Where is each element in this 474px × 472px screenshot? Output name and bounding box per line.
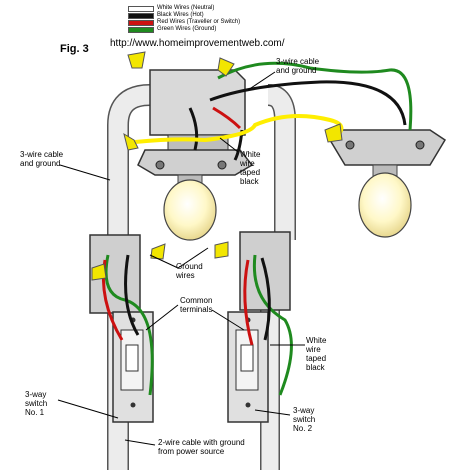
label-3wire-cable-left: 3-wire cable and ground	[20, 150, 64, 168]
label-switch-1: 3-way switch No. 1	[25, 390, 48, 417]
legend-item: Red Wires (Traveller or Switch)	[128, 19, 240, 26]
wire-nut-switch1-a	[150, 243, 166, 260]
yellow-wires	[134, 114, 344, 144]
hot-wires	[124, 80, 407, 341]
label-common-terminals: Common terminals	[180, 296, 213, 314]
legend-label: Black Wires (Hot)	[157, 12, 204, 18]
wire-nut-right-fixture	[324, 123, 343, 143]
fixture-terminals	[155, 140, 425, 170]
source-url: http://www.homeimprovementweb.com/	[110, 38, 285, 49]
wire-nut-left-fixture	[123, 132, 139, 151]
ceiling-junction-box	[149, 69, 246, 151]
label-3wire-cable-top: 3-wire cable and ground	[276, 57, 320, 75]
wire-nut-switch2-a	[214, 241, 229, 259]
legend-item: Black Wires (Hot)	[128, 12, 240, 19]
legend-swatch-green	[128, 26, 154, 33]
wire-nut-top-left	[127, 51, 146, 69]
wire-nut-top-right	[217, 57, 235, 77]
legend-label: Red Wires (Traveller or Switch)	[157, 19, 241, 25]
figure-label: Fig. 3	[60, 43, 89, 55]
leader-lines	[57, 71, 305, 446]
legend-item: White Wires (Neutral)	[128, 5, 240, 12]
wire-color-legend: White Wires (Neutral) Black Wires (Hot) …	[128, 5, 240, 33]
left-light-bulb	[163, 174, 217, 241]
left-fixture-plate	[137, 149, 254, 176]
wire-nuts	[91, 51, 343, 281]
right-light-bulb	[358, 164, 412, 238]
legend-label: White Wires (Neutral)	[157, 5, 215, 11]
legend-swatch-white	[128, 5, 154, 12]
legend-label: Green Wires (Ground)	[157, 26, 217, 32]
legend-item: Green Wires (Ground)	[128, 26, 240, 33]
label-ground-wires: Ground wires	[176, 262, 203, 280]
legend-swatch-black	[128, 12, 154, 19]
label-power-source: 2-wire cable with ground from power sour…	[158, 438, 245, 456]
label-white-wire-taped-bottom: White wire taped black	[306, 336, 327, 372]
label-switch-2: 3-way switch No. 2	[293, 406, 316, 433]
legend-swatch-red	[128, 19, 154, 26]
wire-nut-switch1-b	[91, 263, 107, 281]
label-white-wire-taped-top: White wire taped black	[240, 150, 261, 186]
switch-box-1	[89, 234, 154, 423]
